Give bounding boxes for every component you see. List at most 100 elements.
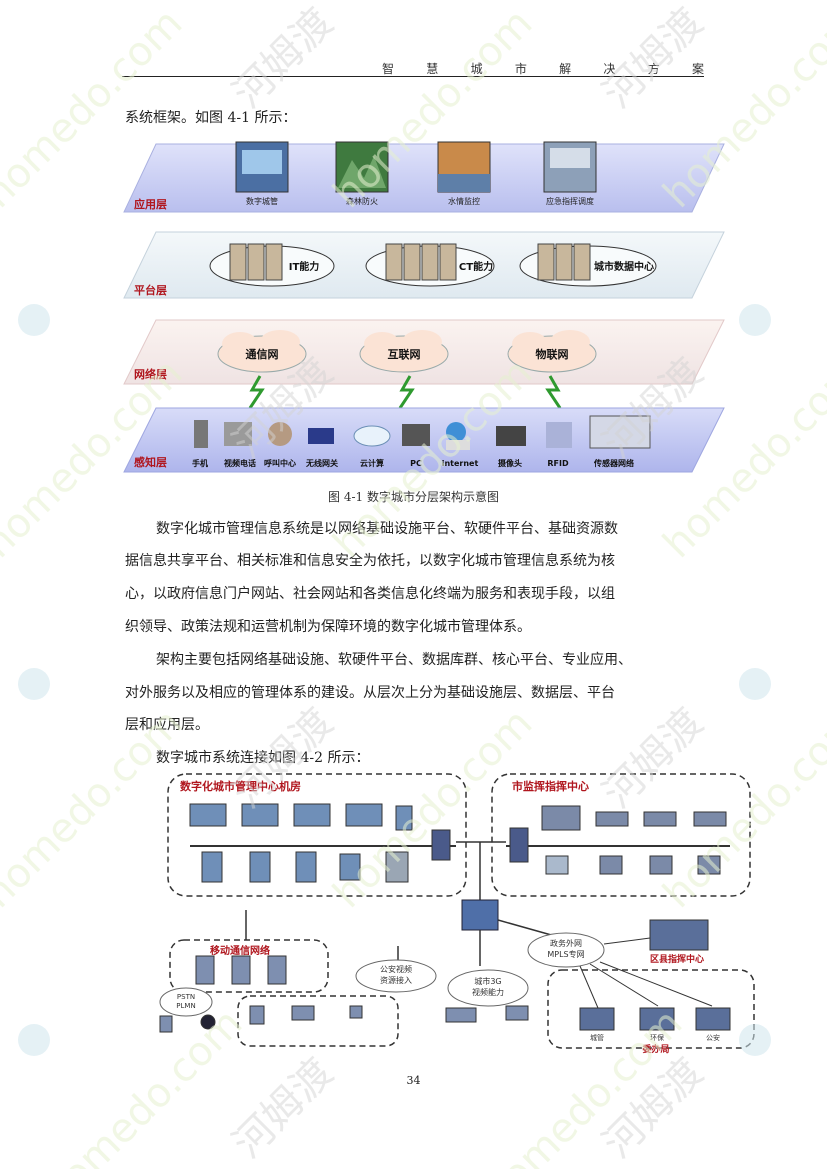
svg-text:RFID: RFID <box>547 459 569 468</box>
cloud-city-video: 城市3G 视频能力 <box>447 969 529 1007</box>
zone-digital-city-center <box>167 773 467 897</box>
page-header: 智 慧 城 市 解 决 方 案 <box>122 60 704 80</box>
command-equipment <box>509 805 727 875</box>
sensing-devices: 手机 视频电话 呼叫中心 无线网关 云计算 PC internet 摄像头 RF… <box>192 415 651 468</box>
svg-text:公安视频: 公安视频 <box>380 964 412 974</box>
header-char: 慧 <box>426 62 439 76</box>
svg-text:无线网关: 无线网关 <box>305 458 338 468</box>
layer-label-network: 网络层 <box>134 367 167 381</box>
svg-text:城市数据中心: 城市数据中心 <box>594 260 654 273</box>
zone-label-digital-city-center: 数字化城市管理中心机房 <box>180 779 301 793</box>
watermark-flower-icon <box>739 304 771 336</box>
svg-text:传感器网络: 传感器网络 <box>593 458 634 468</box>
body-paragraph-1-line: 据信息共享平台、相关标准和信息安全为依托，以数字化城市管理信息系统为核 <box>125 553 615 569</box>
label-departments: 委办局 <box>641 1043 669 1055</box>
svg-text:应急指挥调度: 应急指挥调度 <box>546 196 594 206</box>
watermark-cn: 河姆渡 <box>225 1050 342 1167</box>
svg-text:手机: 手机 <box>192 458 208 468</box>
svg-text:森林防火: 森林防火 <box>346 196 378 206</box>
svg-text:互联网: 互联网 <box>388 347 421 361</box>
network-cloud-telecom: 通信网 <box>217 330 307 373</box>
center-servers <box>189 803 451 883</box>
svg-text:公安: 公安 <box>706 1033 720 1042</box>
watermark-cn: 河姆渡 <box>595 1050 712 1167</box>
application-layer: 应用层 数字城管 森林防火 水情监控 应急指挥调度 <box>123 141 725 213</box>
label-branch-command: 区县指挥中心 <box>650 953 704 965</box>
layer-label-sensing: 感知层 <box>134 455 167 469</box>
watermark-flower-icon <box>18 1024 50 1056</box>
lightning-icon <box>248 375 265 409</box>
body-paragraph-1-line: 数字化城市管理信息系统是以网络基础设施平台、软硬件平台、基础资源数 <box>156 521 618 537</box>
svg-text:视频电话: 视频电话 <box>224 458 256 468</box>
header-char: 市 <box>514 62 527 76</box>
network-layer: 网络层 通信网 互联网 物联网 <box>123 319 725 409</box>
svg-text:城管: 城管 <box>590 1033 604 1042</box>
header-char: 案 <box>691 62 704 76</box>
lightning-icon <box>545 375 562 409</box>
svg-text:通信网: 通信网 <box>246 347 279 361</box>
body-paragraph-1-line: 织领导、政策法规和运营机制为保障环境的数字化城市管理体系。 <box>125 619 531 635</box>
app-item-digital-city: 数字城管 <box>235 141 289 206</box>
network-cloud-iot: 物联网 <box>507 330 597 373</box>
app-item-emergency-dispatch: 应急指挥调度 <box>543 141 597 206</box>
platform-item-it: IT能力 <box>209 243 335 287</box>
header-char: 智 <box>382 62 395 76</box>
header-char: 城 <box>470 62 483 76</box>
svg-text:CT能力: CT能力 <box>459 260 493 273</box>
zone-mobile-network <box>169 939 329 993</box>
platform-layer: 平台层 IT能力 CT能力 城市数据中心 <box>123 231 725 299</box>
header-rule <box>122 76 704 77</box>
svg-text:物联网: 物联网 <box>536 347 569 361</box>
zone-label-command-center: 市监挥指挥中心 <box>512 779 589 793</box>
svg-text:云计算: 云计算 <box>360 458 384 468</box>
body-paragraph-2-line: 架构主要包括网络基础设施、软硬件平台、数据库群、核心平台、专业应用、 <box>156 652 632 668</box>
svg-text:IT能力: IT能力 <box>289 260 320 273</box>
zone-departments <box>547 969 755 1049</box>
network-cloud-internet: 互联网 <box>359 330 449 373</box>
figure-4-1-layered-architecture: 应用层 数字城管 森林防火 水情监控 应急指挥调度 平台层 <box>123 141 725 473</box>
watermark-flower-icon <box>18 304 50 336</box>
watermark-cn: 河姆渡 <box>225 0 342 117</box>
svg-text:视频能力: 视频能力 <box>472 987 504 997</box>
body-paragraph-1-line: 心，以政府信息门户网站、社会网站和各类信息化终端为服务和表现手段，以组 <box>125 586 615 602</box>
body-paragraph-3: 数字城市系统连接如图 4-2 所示： <box>156 750 370 766</box>
sensing-layer: 感知层 手机 视频电话 呼叫中心 无线网关 云计算 PC internet 摄像… <box>123 407 725 473</box>
svg-text:呼叫中心: 呼叫中心 <box>264 458 296 468</box>
body-paragraph-2-line: 对外服务以及相应的管理体系的建设。从层次上分为基础设施层、数据层、平台 <box>125 685 615 701</box>
page-number: 34 <box>406 1074 421 1087</box>
header-title: 智 慧 城 市 解 决 方 案 <box>382 60 704 77</box>
app-item-forest-fire: 森林防火 <box>335 141 389 206</box>
header-char: 解 <box>559 62 572 76</box>
layer-label-platform: 平台层 <box>134 283 167 297</box>
svg-text:PC: PC <box>410 459 422 468</box>
platform-item-ct: CT能力 <box>365 243 495 287</box>
svg-text:政务外网: 政务外网 <box>550 938 582 948</box>
svg-text:摄像头: 摄像头 <box>498 458 522 468</box>
figure-4-2-system-connection: 数字化城市管理中心机房 市监挥指挥中心 移动通信网络 公安视频 <box>159 773 755 1055</box>
zone-command-center <box>491 773 751 897</box>
svg-text:数字城管: 数字城管 <box>246 196 278 206</box>
app-item-water-monitor: 水情监控 <box>437 141 491 206</box>
svg-text:PSTN: PSTN <box>177 993 195 1001</box>
lightning-icon <box>398 375 415 409</box>
cloud-pstn: PSTN PLMN <box>159 987 213 1017</box>
cloud-gov-net: 政务外网 MPLS专网 <box>527 932 605 968</box>
svg-text:MPLS专网: MPLS专网 <box>547 949 584 959</box>
layer-label-app: 应用层 <box>134 197 167 211</box>
svg-text:城市3G: 城市3G <box>474 976 501 986</box>
branch-command-building-icon <box>649 919 709 951</box>
svg-text:PLMN: PLMN <box>176 1002 195 1010</box>
header-char: 方 <box>647 62 660 76</box>
cloud-public-video: 公安视频 资源接入 <box>355 959 437 993</box>
watermark-flower-icon <box>18 668 50 700</box>
svg-text:资源接入: 资源接入 <box>380 975 412 985</box>
watermark-flower-icon <box>739 668 771 700</box>
svg-text:水情监控: 水情监控 <box>448 196 480 206</box>
svg-text:环保: 环保 <box>650 1033 664 1042</box>
mobile-devices <box>159 955 529 1033</box>
zone-label-mobile-network: 移动通信网络 <box>210 944 270 957</box>
header-char: 决 <box>603 62 616 76</box>
svg-text:internet: internet <box>442 459 479 468</box>
core-switch-icon <box>461 899 499 931</box>
body-paragraph-2-line: 层和应用层。 <box>125 717 209 733</box>
